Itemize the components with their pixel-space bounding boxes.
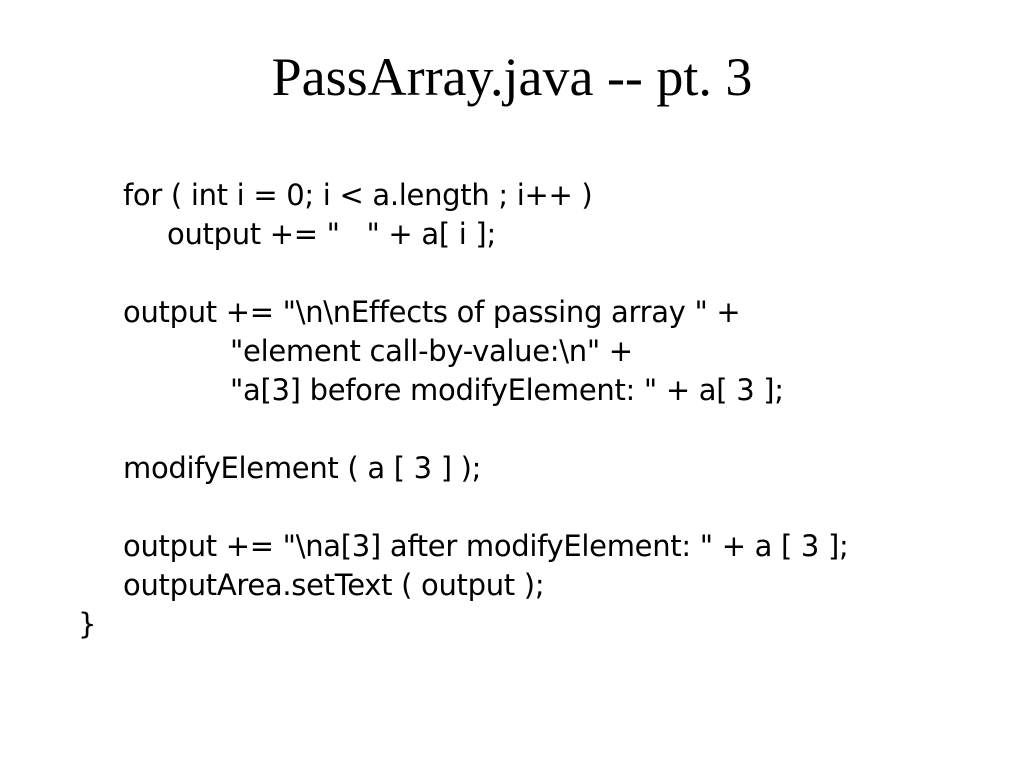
code-line-output-append: output += " " + a[ i ]; (167, 217, 496, 251)
slide-title: PassArray.java -- pt. 3 (271, 47, 753, 107)
code-line-set-text: outputArea.setText ( output ); (123, 568, 545, 602)
code-line-before-modify: "a[3] before modifyElement: " + a[ 3 ]; (230, 373, 784, 407)
code-line-after-modify: output += "\na[3] after modifyElement: "… (123, 529, 849, 563)
code-line-closing-brace: } (78, 607, 97, 641)
code-line-for-loop: for ( int i = 0; i < a.length ; i++ ) (123, 178, 593, 212)
code-line-call-by-value: "element call-by-value:\n" + (230, 334, 633, 368)
code-line-modify-call: modifyElement ( a [ 3 ] ); (123, 451, 482, 485)
code-line-effects-header: output += "\n\nEffects of passing array … (123, 295, 741, 329)
